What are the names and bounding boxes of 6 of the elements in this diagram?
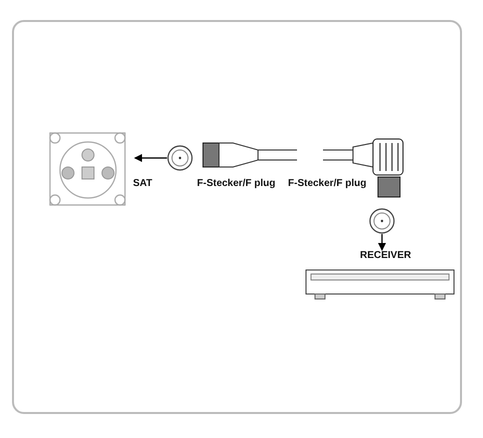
plug-label: F-Stecker/F plug <box>197 178 276 189</box>
device-label: RECEIVER <box>360 250 412 261</box>
arrow <box>134 154 167 162</box>
port-label: SAT <box>133 178 152 189</box>
arrow <box>378 234 386 251</box>
plug-label: F-Stecker/F plug <box>288 178 366 189</box>
